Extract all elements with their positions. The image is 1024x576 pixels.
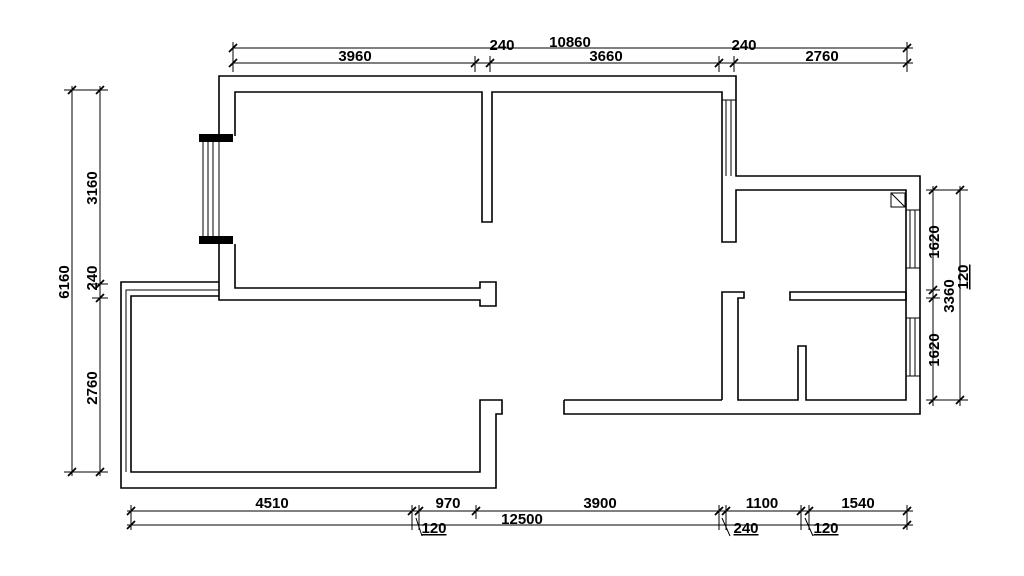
dim-right-sub: 120 <box>955 264 972 289</box>
wall-window-left <box>218 244 497 307</box>
dim-left-seg1: 3160 <box>84 171 101 204</box>
bay-window-bottom-sill <box>199 236 233 244</box>
dim-top-seg5: 2760 <box>805 48 838 65</box>
dim-bottom-seg5: 1540 <box>841 495 874 512</box>
dim-bottom-sub3: 120 <box>813 520 838 537</box>
dim-bottom-total: 12500 <box>501 511 543 528</box>
dim-left-seg3: 2760 <box>84 371 101 404</box>
balcony-inner-line <box>125 289 219 472</box>
dim-bottom-sub2: 240 <box>733 520 758 537</box>
bay-window-panes <box>202 142 220 236</box>
windows <box>199 99 920 377</box>
wall-upper-left-outer <box>218 75 921 415</box>
dim-left-seg2: 240 <box>84 265 101 290</box>
window-right-lower <box>906 317 920 377</box>
wall-partition-right <box>789 291 907 301</box>
dim-left-total: 6160 <box>56 265 73 298</box>
flue-square <box>890 192 906 208</box>
dim-bottom-sub1: 120 <box>421 520 446 537</box>
dim-top-total: 10860 <box>549 34 591 51</box>
walls <box>120 75 921 489</box>
wall-lower-left-outer <box>120 281 503 489</box>
wall-upper-left-inner <box>234 91 907 401</box>
dim-right-mid: 3360 <box>941 279 958 312</box>
dimension-lines <box>64 42 968 537</box>
dim-top-seg3: 3660 <box>589 48 622 65</box>
dim-top-seg2: 240 <box>489 37 514 54</box>
dim-top-seg1: 3960 <box>338 48 371 65</box>
dim-bottom-seg3: 3900 <box>583 495 616 512</box>
bay-window-top-sill <box>199 134 233 142</box>
dimension-labels: 3960 240 10860 3660 240 2760 4510 970 39… <box>56 34 972 537</box>
dim-bottom-seg2: 970 <box>435 495 460 512</box>
dim-top-seg4: 240 <box>731 37 756 54</box>
window-top-right <box>722 99 736 176</box>
wall-bottom-right <box>563 399 727 415</box>
dim-right-seg2: 1620 <box>926 333 943 366</box>
dim-bottom-seg4: 1100 <box>746 495 779 512</box>
dim-bottom-seg1: 4510 <box>255 495 288 512</box>
dim-right-seg1: 1620 <box>926 225 943 258</box>
window-right-upper <box>906 209 920 269</box>
